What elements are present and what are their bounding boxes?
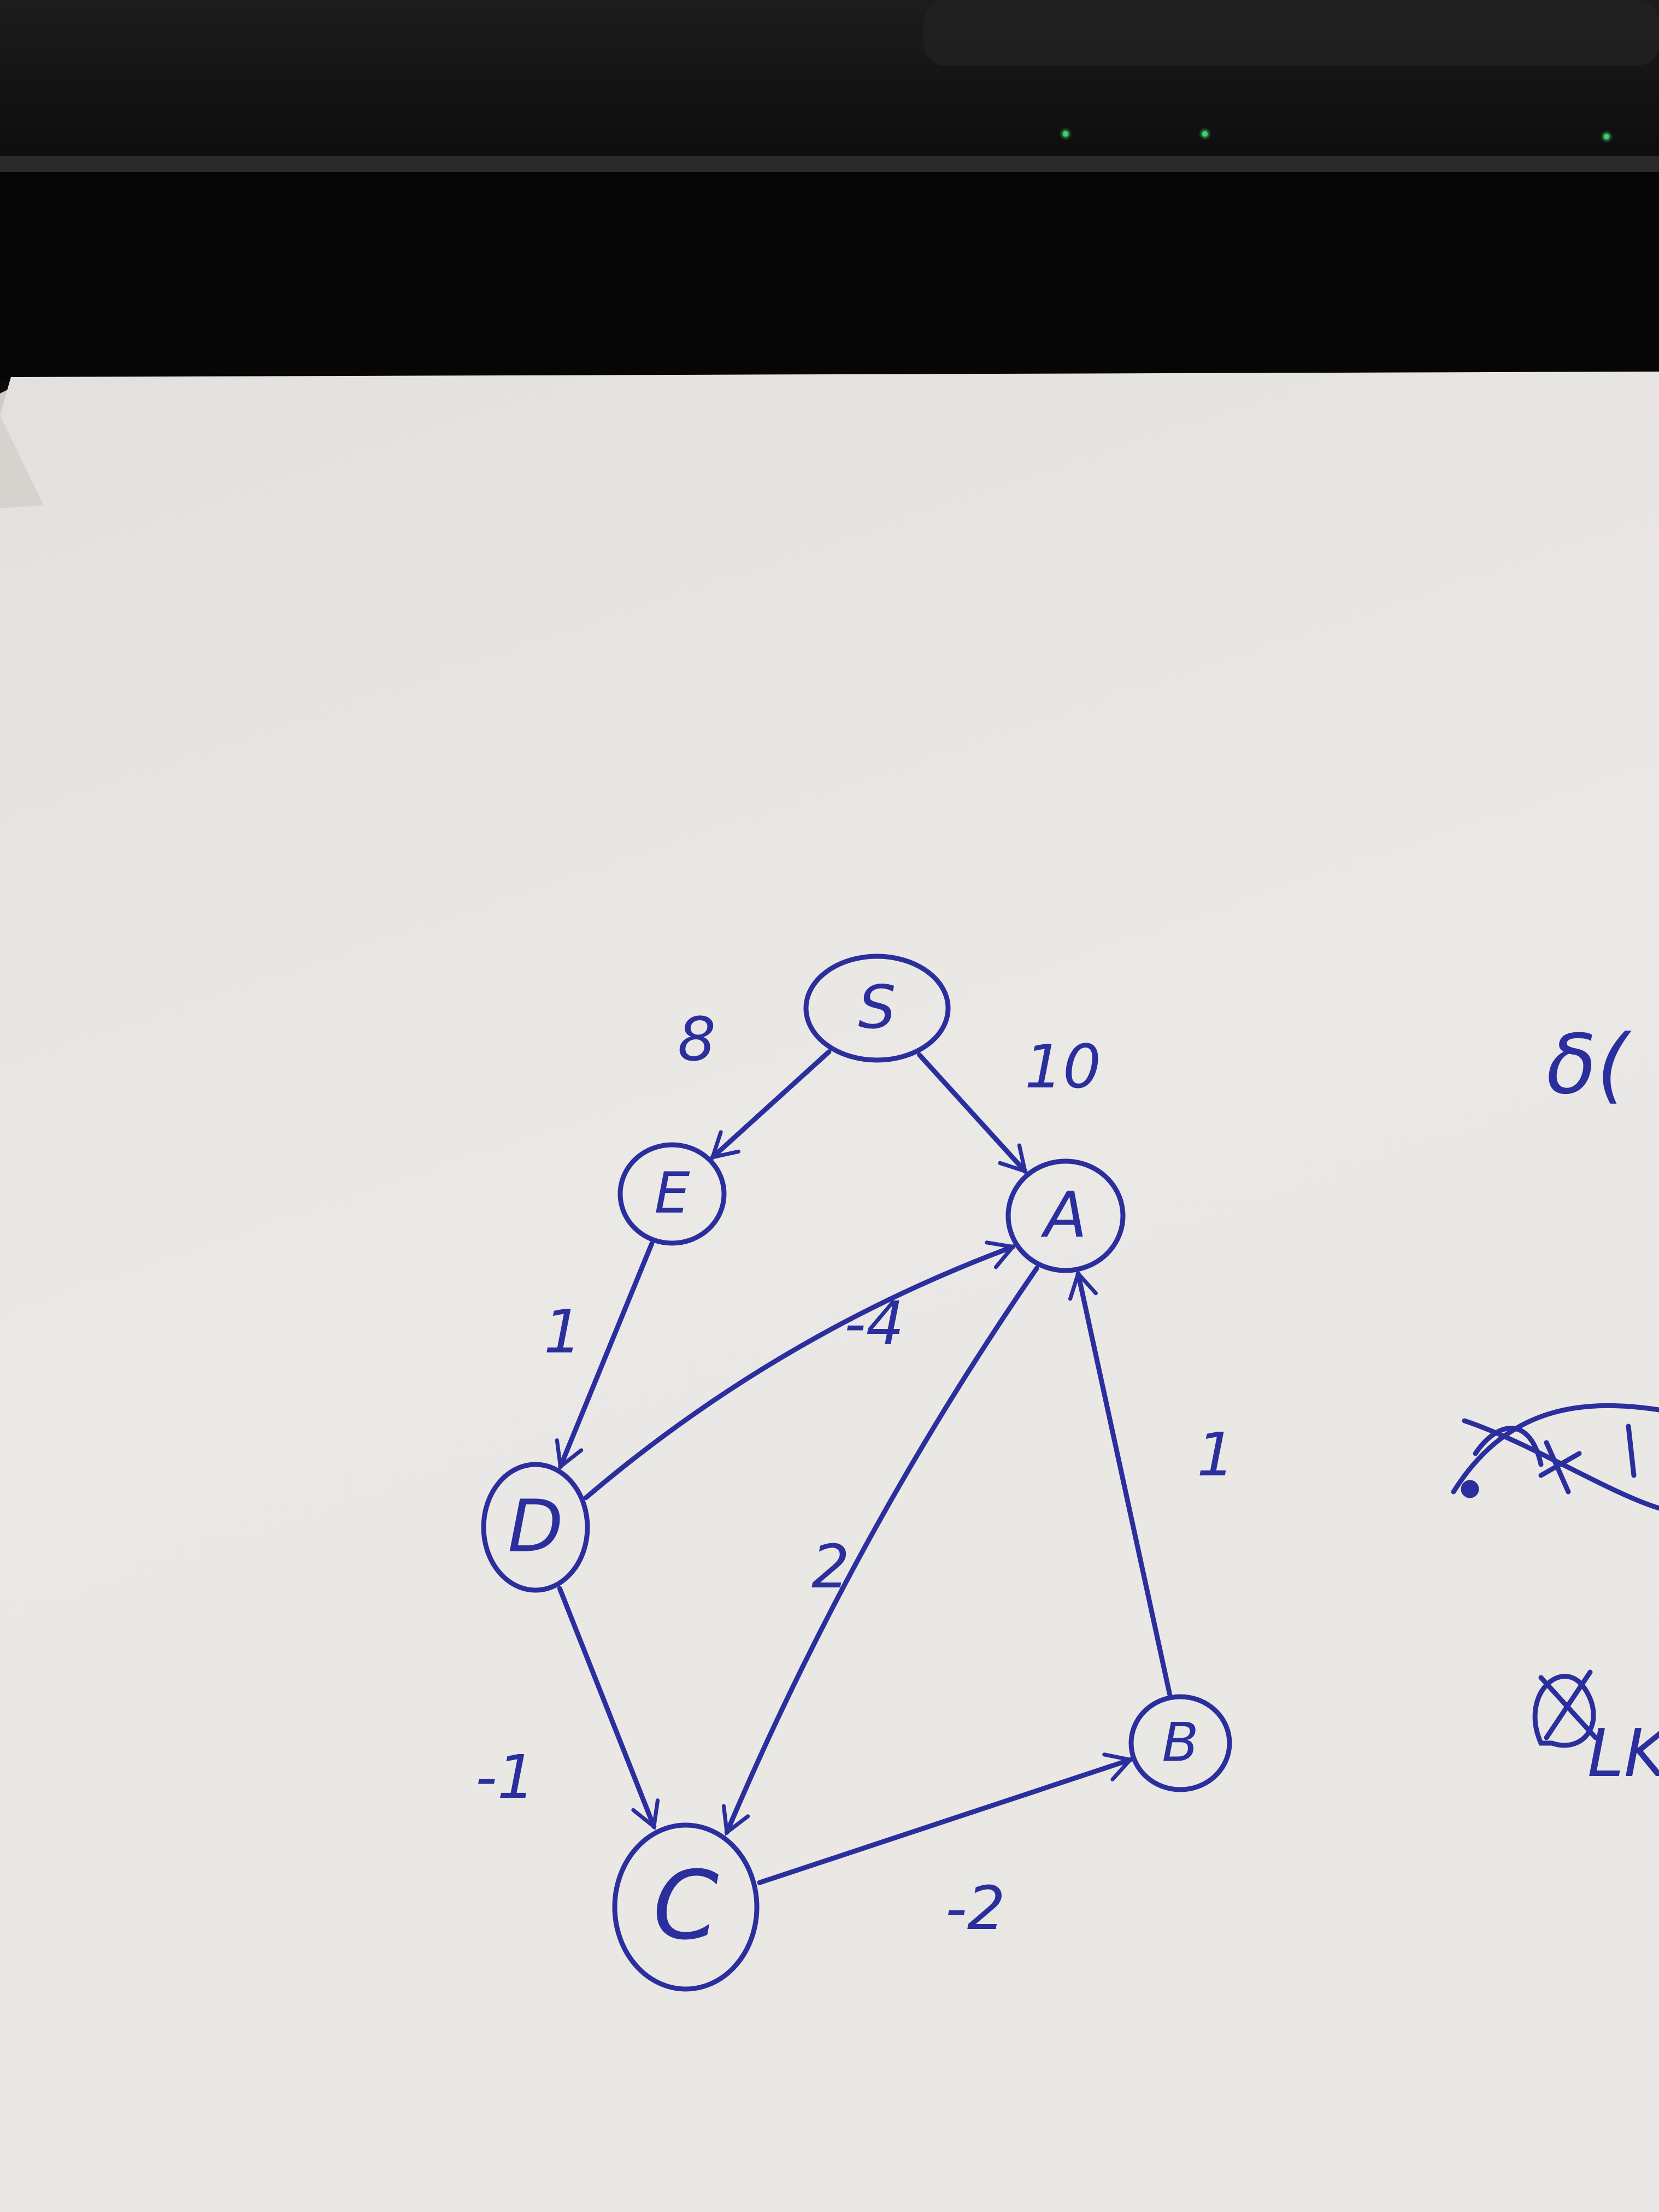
edge-s-e — [709, 1049, 832, 1160]
crossed-out-letter — [1532, 1669, 1598, 1748]
node-circle — [481, 1462, 590, 1593]
node-circle — [617, 1142, 727, 1246]
edge-weight-e-d: 1 — [544, 1297, 582, 1367]
node-c: C — [612, 1822, 760, 1992]
margin-note-top: δ( — [1546, 1017, 1632, 1113]
node-s: S — [803, 954, 951, 1063]
node-d: D — [481, 1462, 590, 1593]
edge-weight-s-a: 10 — [1025, 1032, 1101, 1102]
paper-sheet — [0, 372, 1659, 2212]
node-label: B — [1162, 1711, 1198, 1774]
margin-note-bottom: LK — [1587, 1716, 1659, 1792]
node-label: A — [1040, 1179, 1087, 1252]
node-circle — [1005, 1158, 1126, 1273]
node-label: D — [508, 1485, 563, 1569]
edge-weight-d-a: -4 — [844, 1289, 904, 1358]
edge-d-a — [583, 1240, 1017, 1501]
node-e: E — [617, 1142, 727, 1246]
edge-e-d — [555, 1241, 655, 1470]
node-circle — [612, 1822, 760, 1992]
edge-c-b — [757, 1752, 1134, 1885]
node-circle — [1128, 1694, 1232, 1792]
node-circle — [803, 954, 951, 1063]
node-label: E — [654, 1161, 690, 1226]
crossed-out-scribble — [1451, 1403, 1659, 1511]
edge-weight-d-c: -1 — [475, 1742, 536, 1812]
edge-s-a — [917, 1052, 1028, 1174]
node-label: S — [858, 973, 896, 1042]
edge-a-c — [721, 1266, 1039, 1836]
edge-d-c — [557, 1586, 660, 1831]
laptop-status-leds — [1059, 127, 1613, 143]
edge-weight-a-c: 2 — [811, 1532, 850, 1602]
edge-b-a — [1068, 1269, 1172, 1697]
node-b: B — [1128, 1694, 1232, 1792]
node-label: C — [653, 1850, 719, 1961]
node-a: A — [1005, 1158, 1126, 1273]
edge-weight-s-e: 8 — [678, 1004, 716, 1074]
laptop-body — [0, 0, 1659, 380]
edge-weight-c-b: -2 — [945, 1873, 1005, 1943]
handwritten-graph: 8 10 1 -4 2 -1 -2 1 S E A D C B — [475, 954, 1235, 1992]
edge-weight-b-a: 1 — [1197, 1420, 1235, 1490]
